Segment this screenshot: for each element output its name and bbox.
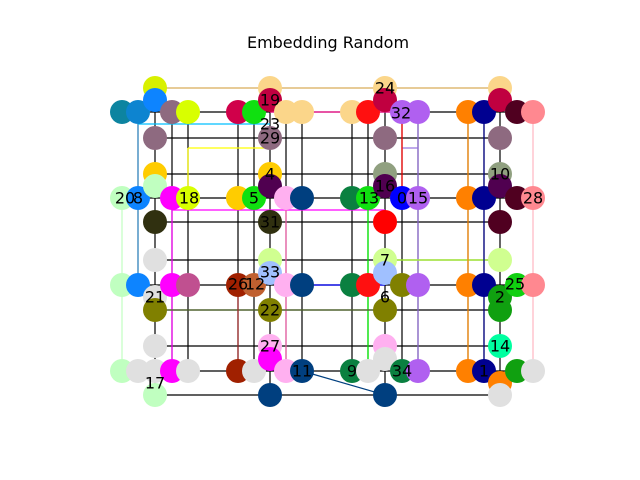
node-label-17: 17 <box>145 374 165 393</box>
graph-node <box>373 298 397 322</box>
node-label-8: 8 <box>133 189 143 208</box>
node-label-9: 9 <box>347 362 357 381</box>
graph-node <box>521 186 545 210</box>
node-label-11: 11 <box>292 362 312 381</box>
node-label-4: 4 <box>265 165 275 184</box>
graph-node <box>143 126 167 150</box>
graph-node <box>406 359 430 383</box>
graph-node <box>373 383 397 407</box>
graph-node <box>290 100 314 124</box>
node-label-12: 12 <box>245 275 265 294</box>
graph-node <box>488 174 512 198</box>
node-label-26: 26 <box>228 275 248 294</box>
node-label-20: 20 <box>115 189 135 208</box>
graph-node <box>406 186 430 210</box>
edge <box>301 370 386 396</box>
node-label-24: 24 <box>375 79 395 98</box>
node-label-31: 31 <box>260 213 280 232</box>
graph-node <box>488 383 512 407</box>
node-label-32: 32 <box>391 104 411 123</box>
graph-node <box>143 174 167 198</box>
node-layer <box>110 76 545 407</box>
node-label-16: 16 <box>375 177 395 196</box>
graph-node <box>143 359 167 383</box>
node-label-7: 7 <box>380 251 390 270</box>
graph-node <box>356 359 380 383</box>
node-label-29: 29 <box>260 129 280 148</box>
node-label-13: 13 <box>359 189 379 208</box>
graph-node <box>126 100 150 124</box>
graph-node <box>258 298 282 322</box>
node-label-21: 21 <box>145 288 165 307</box>
graph-node <box>126 186 150 210</box>
graph-node <box>373 126 397 150</box>
graph-node <box>258 126 282 150</box>
node-label-23: 23 <box>260 115 280 134</box>
node-label-2: 2 <box>495 288 505 307</box>
graph-node <box>143 248 167 272</box>
node-label-33: 33 <box>260 263 280 282</box>
graph-node <box>488 88 512 112</box>
graph-node <box>373 174 397 198</box>
graph-node <box>373 261 397 285</box>
graph-node <box>143 383 167 407</box>
graph-node <box>488 334 512 358</box>
graph-node <box>521 273 545 297</box>
node-label-5: 5 <box>249 189 259 208</box>
node-label-25: 25 <box>505 275 525 294</box>
graph-node <box>406 100 430 124</box>
graph-node <box>143 298 167 322</box>
graph-node <box>143 334 167 358</box>
graph-node <box>258 383 282 407</box>
graph-node <box>356 100 380 124</box>
graph-node <box>521 359 545 383</box>
graph-node <box>488 126 512 150</box>
graph-node <box>143 88 167 112</box>
node-label-27: 27 <box>260 337 280 356</box>
graph-node <box>176 186 200 210</box>
graph-node <box>176 359 200 383</box>
node-label-10: 10 <box>490 165 510 184</box>
node-label-1: 1 <box>479 362 489 381</box>
node-label-14: 14 <box>490 337 510 356</box>
node-label-22: 22 <box>260 301 280 320</box>
node-label-34: 34 <box>392 362 412 381</box>
graph-node <box>356 186 380 210</box>
graph-node <box>176 273 200 297</box>
edge-layer <box>121 87 534 396</box>
graph-node <box>356 273 380 297</box>
graph-node <box>488 298 512 322</box>
graph-node <box>290 273 314 297</box>
node-label-18: 18 <box>179 189 199 208</box>
node-label-19: 19 <box>260 91 280 110</box>
node-label-6: 6 <box>380 288 390 307</box>
node-label-28: 28 <box>523 189 543 208</box>
graph-node <box>488 248 512 272</box>
graph-node <box>521 100 545 124</box>
graph-node <box>373 347 397 371</box>
graph-node <box>143 210 167 234</box>
graph-node <box>488 210 512 234</box>
graph-node <box>126 359 150 383</box>
graph-node <box>126 273 150 297</box>
node-label-15: 15 <box>408 189 428 208</box>
graph-node <box>373 210 397 234</box>
graph-node <box>176 100 200 124</box>
node-label-0: 0 <box>397 189 407 208</box>
graph-node <box>406 273 430 297</box>
graph-node <box>258 210 282 234</box>
label-layer: 0124567891011121314151617181920212223242… <box>115 79 543 393</box>
chart-title: Embedding Random <box>247 33 409 52</box>
graph-node <box>373 88 397 112</box>
graph-node <box>290 186 314 210</box>
graph-node <box>290 359 314 383</box>
